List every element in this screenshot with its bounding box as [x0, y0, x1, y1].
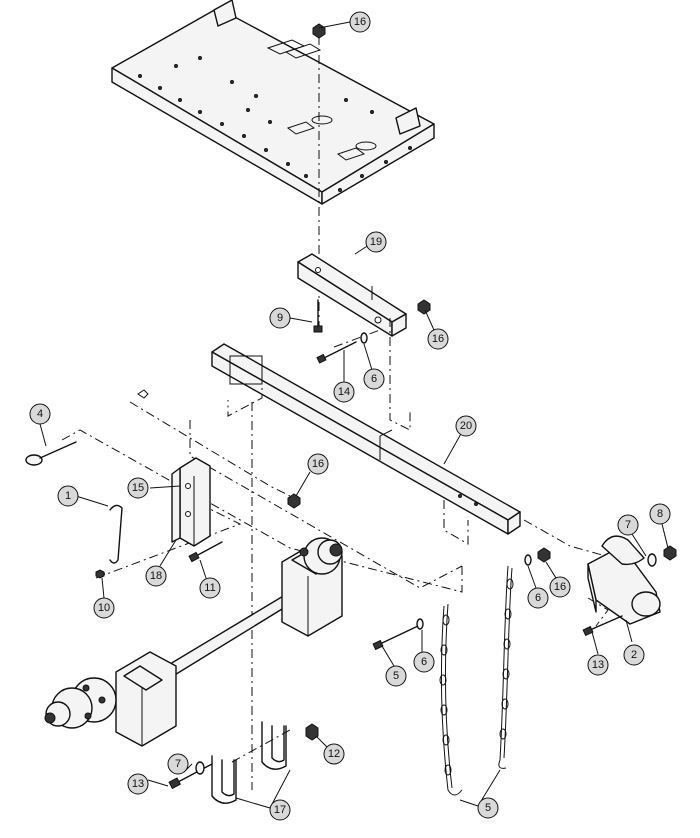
callout-label: 5 [393, 670, 399, 682]
nut-12 [305, 723, 319, 741]
callout-6-right: 6 [527, 587, 549, 609]
chain-links [439, 578, 514, 776]
nut-16-mid [417, 299, 431, 315]
callout-5-bottom: 5 [477, 797, 499, 819]
callout-19: 19 [365, 231, 387, 253]
callout-label: 6 [371, 373, 377, 385]
callout-label: 19 [370, 236, 382, 248]
callout-label: 16 [432, 333, 444, 345]
callout-6-lower: 6 [413, 651, 435, 673]
lynch-pin [25, 441, 77, 466]
callout-13-left: 13 [127, 773, 149, 795]
callout-20: 20 [455, 415, 477, 437]
callout-label: 2 [631, 649, 637, 661]
callout-label: 16 [354, 16, 366, 28]
u-bolts [211, 721, 287, 804]
nut-10 [95, 569, 105, 579]
callout-16-right: 16 [549, 576, 571, 598]
callout-label: 14 [338, 386, 350, 398]
callout-label: 7 [175, 758, 181, 770]
bolt-13-left [168, 761, 213, 790]
platform-deck [111, 0, 435, 205]
callout-7-left: 7 [167, 753, 189, 775]
callout-label: 6 [535, 592, 541, 604]
callout-16-left: 16 [307, 453, 329, 475]
leader-lines [39, 21, 669, 809]
callout-7-right: 7 [617, 514, 639, 536]
washer-6-chain [524, 554, 532, 566]
bolt-9 [313, 299, 323, 333]
callout-label: 16 [554, 581, 566, 593]
bolt-5-mid [372, 618, 424, 651]
callout-label: 6 [421, 656, 427, 668]
callout-15: 15 [127, 477, 149, 499]
callout-17: 17 [269, 799, 291, 821]
callout-label: 20 [460, 420, 472, 432]
callout-5-mid: 5 [385, 665, 407, 687]
spring-clip [99, 504, 123, 577]
callout-16-mid: 16 [427, 328, 449, 350]
nut-16-top [312, 23, 326, 39]
bolt-13-right [582, 615, 623, 637]
callout-label: 18 [150, 570, 162, 582]
deck-holes [138, 56, 412, 192]
callout-2: 2 [623, 644, 645, 666]
callout-1: 1 [57, 485, 79, 507]
callout-label: 5 [485, 802, 491, 814]
main-cross-beam [211, 343, 521, 535]
callout-12: 12 [323, 743, 345, 765]
callout-label: 9 [277, 312, 283, 324]
callout-13-right: 13 [587, 654, 609, 676]
callout-label: 4 [37, 408, 43, 420]
tow-coupling [587, 535, 661, 625]
nut-16-right [537, 547, 551, 563]
washer-6-mid [360, 332, 368, 344]
callout-label: 10 [98, 602, 110, 614]
callout-label: 13 [592, 659, 604, 671]
callout-label: 13 [132, 778, 144, 790]
callout-label: 11 [204, 582, 215, 594]
jockey-post-bracket [137, 389, 211, 547]
callout-18: 18 [145, 565, 167, 587]
callout-label: 15 [132, 482, 144, 494]
mounting-bracket [297, 253, 407, 337]
callout-11: 11 [199, 577, 221, 599]
callout-16-top: 16 [349, 11, 371, 33]
callout-9: 9 [269, 307, 291, 329]
bolt-11 [188, 541, 223, 563]
callout-10: 10 [93, 597, 115, 619]
callout-4: 4 [29, 403, 51, 425]
bolt-14 [316, 341, 357, 364]
callout-label: 16 [312, 458, 324, 470]
callout-label: 8 [657, 508, 663, 520]
callout-14: 14 [333, 381, 355, 403]
nut-8 [663, 545, 677, 561]
safety-chains [439, 565, 514, 796]
callout-6-mid: 6 [363, 368, 385, 390]
callout-label: 7 [625, 519, 631, 531]
callout-label: 1 [65, 490, 71, 502]
callout-8: 8 [649, 503, 671, 525]
axle-assembly [44, 537, 343, 747]
callout-label: 17 [274, 804, 286, 816]
nut-16-left [287, 493, 301, 509]
assembly-centerlines [61, 318, 621, 790]
washer-7-right [647, 553, 657, 567]
callout-label: 12 [328, 748, 340, 760]
